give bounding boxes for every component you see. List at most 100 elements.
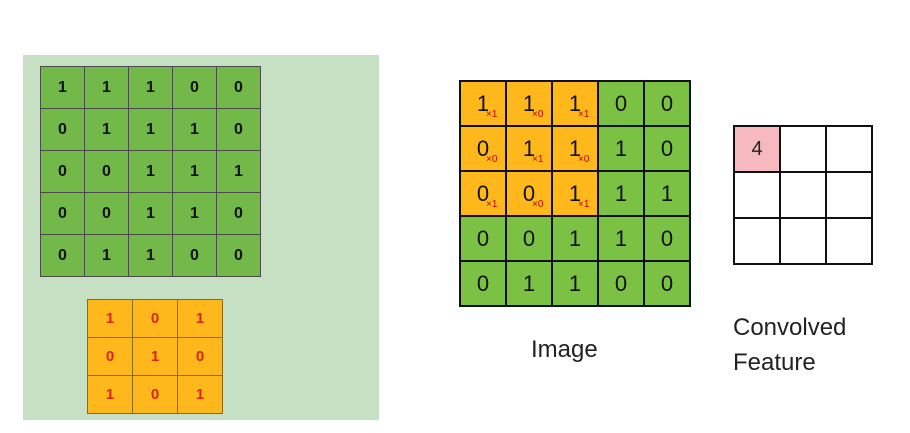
kernel-weight-subscript: ×0 bbox=[578, 154, 590, 165]
matrix-cell: 1 bbox=[172, 150, 217, 193]
kernel-cell: 1 bbox=[87, 299, 133, 338]
kernel-cell: 1 bbox=[177, 299, 223, 338]
matrix-cell: 0 bbox=[172, 234, 217, 277]
image-cell-window: 0×0 bbox=[459, 125, 507, 172]
image-cell-window: 1×0 bbox=[505, 80, 553, 127]
kernel-weight-subscript: ×1 bbox=[532, 154, 544, 165]
image-cell-window: 0×1 bbox=[459, 170, 507, 217]
kernel-cell: 0 bbox=[132, 375, 178, 414]
convolved-feature-matrix: 4 bbox=[733, 125, 873, 265]
image-cell-window: 1×1 bbox=[459, 80, 507, 127]
kernel-weight-subscript: ×0 bbox=[532, 199, 544, 210]
cell-value: 0 bbox=[476, 180, 490, 206]
matrix-cell: 1 bbox=[128, 150, 173, 193]
matrix-cell: 1 bbox=[128, 66, 173, 109]
image-cell: 0 bbox=[643, 80, 691, 127]
image-row: 0×0 1×1 1×0 1 0 bbox=[459, 125, 691, 172]
kernel-weight-subscript: ×1 bbox=[578, 109, 590, 120]
image-cell: 0 bbox=[643, 260, 691, 307]
image-cell-window: 1×1 bbox=[551, 170, 599, 217]
kernel-weight-subscript: ×0 bbox=[532, 109, 544, 120]
matrix-cell: 0 bbox=[40, 192, 85, 235]
matrix-cell: 0 bbox=[40, 108, 85, 151]
matrix-cell: 1 bbox=[172, 108, 217, 151]
image-cell-window: 1×1 bbox=[551, 80, 599, 127]
matrix-row: 0 1 1 0 0 bbox=[40, 234, 261, 277]
feature-cell bbox=[733, 171, 781, 219]
kernel-cell: 0 bbox=[177, 337, 223, 376]
feature-cell bbox=[825, 217, 873, 265]
feature-cell bbox=[825, 171, 873, 219]
image-cell: 0 bbox=[643, 215, 691, 262]
input-matrix: 1 1 1 0 0 0 1 1 1 0 0 0 1 1 1 0 0 1 1 0 bbox=[40, 66, 261, 277]
kernel-weight-subscript: ×1 bbox=[486, 109, 498, 120]
cell-value: 1 bbox=[522, 90, 536, 116]
image-row: 0 1 1 0 0 bbox=[459, 260, 691, 307]
matrix-cell: 0 bbox=[216, 192, 261, 235]
matrix-cell: 0 bbox=[40, 150, 85, 193]
matrix-row: 1 1 1 0 0 bbox=[40, 66, 261, 109]
image-cell: 1 bbox=[597, 125, 645, 172]
cell-value: 0 bbox=[522, 180, 536, 206]
matrix-cell: 0 bbox=[84, 192, 129, 235]
cell-value: 1 bbox=[568, 90, 582, 116]
kernel-row: 1 0 1 bbox=[87, 375, 223, 414]
image-cell-window: 1×0 bbox=[551, 125, 599, 172]
convolved-feature-label-line1: Convolved bbox=[733, 314, 847, 341]
image-cell: 1 bbox=[551, 260, 599, 307]
image-cell: 0 bbox=[459, 260, 507, 307]
feature-cell-computed: 4 bbox=[733, 125, 781, 173]
feature-cell bbox=[779, 171, 827, 219]
image-label: Image bbox=[531, 336, 598, 363]
image-cell: 0 bbox=[597, 260, 645, 307]
matrix-cell: 1 bbox=[172, 192, 217, 235]
kernel-weight-subscript: ×1 bbox=[486, 199, 498, 210]
image-cell: 0 bbox=[643, 125, 691, 172]
image-cell: 1 bbox=[551, 215, 599, 262]
image-cell: 1 bbox=[597, 170, 645, 217]
kernel-matrix: 1 0 1 0 1 0 1 0 1 bbox=[87, 299, 223, 414]
matrix-cell: 1 bbox=[128, 192, 173, 235]
kernel-weight-subscript: ×1 bbox=[578, 199, 590, 210]
matrix-row: 0 0 1 1 1 bbox=[40, 150, 261, 193]
feature-cell bbox=[779, 125, 827, 173]
feature-cell bbox=[733, 217, 781, 265]
feature-row bbox=[733, 217, 873, 265]
matrix-cell: 0 bbox=[172, 66, 217, 109]
feature-row bbox=[733, 171, 873, 219]
feature-row: 4 bbox=[733, 125, 873, 173]
image-row: 1×1 1×0 1×1 0 0 bbox=[459, 80, 691, 127]
image-cell-window: 1×1 bbox=[505, 125, 553, 172]
kernel-cell: 1 bbox=[87, 375, 133, 414]
kernel-cell: 1 bbox=[177, 375, 223, 414]
matrix-cell: 1 bbox=[216, 150, 261, 193]
cell-value: 1 bbox=[568, 135, 582, 161]
feature-cell bbox=[825, 125, 873, 173]
cell-value: 1 bbox=[476, 90, 490, 116]
kernel-row: 1 0 1 bbox=[87, 299, 223, 338]
kernel-row: 0 1 0 bbox=[87, 337, 223, 376]
matrix-cell: 1 bbox=[128, 234, 173, 277]
matrix-cell: 1 bbox=[84, 108, 129, 151]
cell-value: 0 bbox=[476, 135, 490, 161]
matrix-cell: 1 bbox=[84, 234, 129, 277]
image-cell: 0 bbox=[505, 215, 553, 262]
kernel-weight-subscript: ×0 bbox=[486, 154, 498, 165]
matrix-cell: 0 bbox=[216, 108, 261, 151]
image-cell: 0 bbox=[597, 80, 645, 127]
matrix-row: 0 1 1 1 0 bbox=[40, 108, 261, 151]
convolved-feature-label-line2: Feature bbox=[733, 348, 816, 376]
feature-cell bbox=[779, 217, 827, 265]
image-cell: 1 bbox=[505, 260, 553, 307]
convolved-feature-label: Convolved Feature bbox=[733, 311, 846, 381]
matrix-cell: 1 bbox=[40, 66, 85, 109]
image-cell-window: 0×0 bbox=[505, 170, 553, 217]
matrix-cell: 0 bbox=[40, 234, 85, 277]
cell-value: 1 bbox=[568, 180, 582, 206]
matrix-cell: 0 bbox=[216, 234, 261, 277]
image-row: 0 0 1 1 0 bbox=[459, 215, 691, 262]
image-cell: 0 bbox=[459, 215, 507, 262]
image-row: 0×1 0×0 1×1 1 1 bbox=[459, 170, 691, 217]
kernel-cell: 0 bbox=[87, 337, 133, 376]
matrix-cell: 0 bbox=[84, 150, 129, 193]
